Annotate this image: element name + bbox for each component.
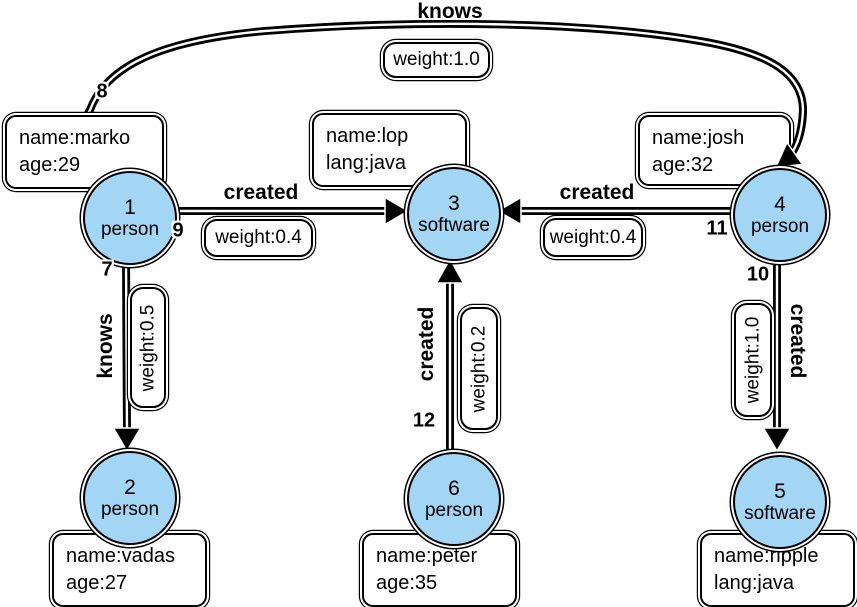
edge-10-arrowhead [762,427,792,453]
node-id: 5 [774,479,786,503]
edge-12-arrowhead [435,257,465,284]
edge-10-id: 10 [746,263,770,286]
property-line: name:peter [376,545,478,567]
node-id: 1 [124,195,136,219]
property-line: name:marko [19,127,131,149]
edge-7 [112,257,142,453]
edge-9-label: created [223,181,299,204]
node-2: 2 person [83,451,177,545]
edge-7-arrowhead [112,427,142,453]
node-type: software [744,502,816,524]
property-line: age:29 [19,154,81,176]
edge-weight-label: weight:0.2 [468,325,489,412]
edge-7-weight-box: weight:0.5 [130,287,166,408]
edge-8 [74,19,808,216]
edge-weight-label: weight:0.5 [137,304,158,391]
edge-11 [496,196,734,226]
property-line: name:vadas [66,545,175,567]
property-line: age:27 [66,572,128,594]
node-type: person [100,498,160,520]
edge-11-arrowhead [496,196,522,226]
edge-9-id: 9 [172,219,184,242]
edge-9-weight-box: weight:0.4 [204,219,313,257]
node-type: person [424,499,484,521]
property-line: age:32 [652,154,714,176]
property-line: name:josh [652,127,745,149]
node-5-properties: name:ripple lang:java [700,533,855,607]
node-type: person [100,218,160,240]
edge-11-id: 11 [706,217,728,240]
property-line: name:ripple [714,545,819,567]
property-line: lang:java [326,152,407,174]
node-3: 3 software [407,167,501,261]
node-type: person [750,215,810,237]
node-1: 1 person [83,171,177,265]
edge-12-label: created [415,306,438,382]
edge-7-label: knows [94,313,117,379]
edge-9-arrowhead [384,196,410,226]
edge-8-id: 8 [96,80,108,103]
edge-11-label: created [559,181,635,204]
edge-weight-label: weight:1.0 [742,316,763,404]
edge-12-weight-box: weight:0.2 [460,307,498,430]
property-line: lang:java [714,572,795,594]
edge-10-label: created [786,303,809,379]
edge-7-id: 7 [101,258,113,281]
node-id: 2 [124,475,136,499]
edge-12 [435,257,465,453]
node-id: 6 [448,476,460,500]
edge-11-weight-box: weight:0.4 [543,218,643,257]
property-line: age:35 [376,572,438,594]
edge-9 [170,196,410,226]
node-6: 6 person [407,452,501,546]
edge-10-weight-box: weight:1.0 [734,303,772,417]
edge-weight-label: weight:0.4 [549,226,637,248]
node-type: software [418,214,490,236]
edge-weight-label: weight:1.0 [393,49,480,70]
edge-10 [762,257,792,453]
node-6-properties: name:peter age:35 [362,533,517,607]
edge-8-weight-box: weight:1.0 [383,42,490,78]
node-5: 5 software [733,455,827,549]
edge-8-arrowhead [774,140,804,168]
node-4: 4 person [733,168,827,262]
node-id: 3 [448,191,460,215]
edge-8-label: knows [417,0,483,23]
edge-weight-label: weight:0.4 [215,227,302,248]
property-line: name:lop [326,125,409,147]
node-id: 4 [774,192,786,216]
node-2-properties: name:vadas age:27 [52,533,207,607]
edge-12-id: 12 [412,409,436,432]
